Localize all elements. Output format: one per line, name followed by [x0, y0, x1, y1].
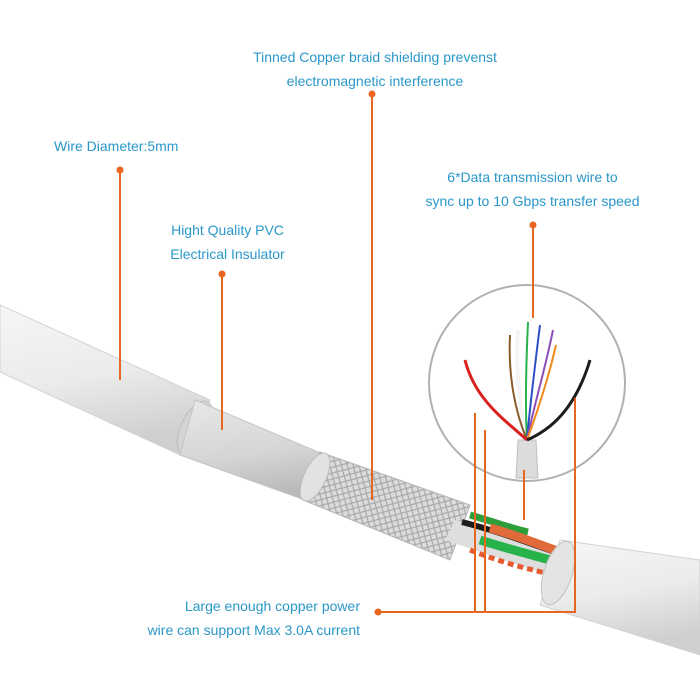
- leader-dot-insulator: [218, 270, 226, 278]
- callout-braid-line-1: Tinned Copper braid shielding prevenst: [253, 49, 497, 65]
- callout-braid-line-2: electromagnetic interference: [286, 73, 464, 89]
- leader-dots: [116, 90, 537, 616]
- leader-power-wire: [378, 398, 576, 613]
- callout-pvc-insulator: Hight Quality PVC Electrical Insulator: [140, 218, 315, 266]
- callout-power-line-2: wire can support Max 3.0A current: [147, 622, 360, 638]
- callout-power-line-1: Large enough copper power: [184, 598, 360, 614]
- leader-dot-braid: [368, 90, 376, 98]
- callout-braid-shielding: Tinned Copper braid shielding prevenst e…: [200, 45, 550, 93]
- callout-insulator-line-1: Hight Quality PVC: [171, 222, 284, 238]
- callout-data-transmission-wire: 6*Data transmission wire to sync up to 1…: [400, 165, 665, 213]
- cross-section-inset: [428, 284, 626, 482]
- leader-lines: [119, 94, 576, 613]
- callout-insulator-line-2: Electrical Insulator: [170, 246, 285, 262]
- leader-dot-diameter: [116, 166, 124, 174]
- callout-copper-power-wire: Large enough copper power wire can suppo…: [110, 594, 360, 642]
- callout-data-line-1: 6*Data transmission wire to: [447, 169, 618, 185]
- leader-dot-power-wire: [374, 608, 382, 616]
- leader-dot-data-wire: [529, 221, 537, 229]
- callout-data-line-2: sync up to 10 Gbps transfer speed: [425, 193, 640, 209]
- callout-wire-diameter: Wire Diameter:5mm: [54, 134, 254, 158]
- callout-diameter-line-1: Wire Diameter:5mm: [54, 138, 179, 154]
